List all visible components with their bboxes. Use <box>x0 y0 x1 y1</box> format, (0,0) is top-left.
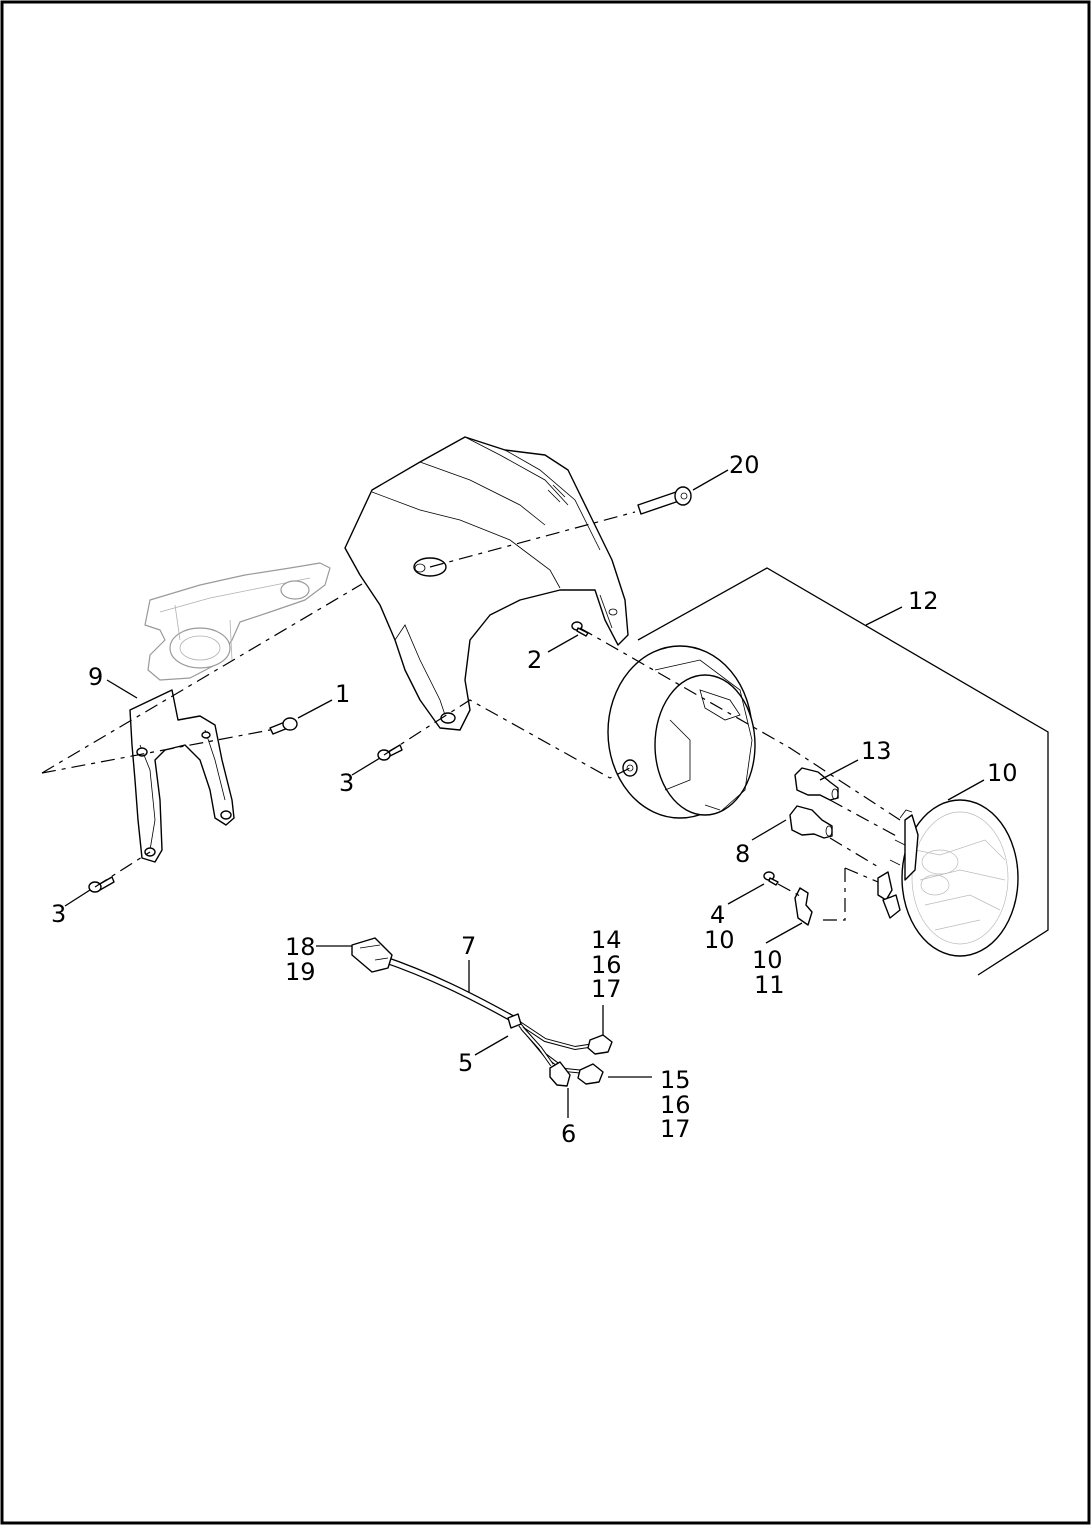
fork-clamp-reference <box>144 562 331 681</box>
callout-18: 18 <box>285 933 316 961</box>
bulb-13-icon <box>794 767 839 801</box>
screw-1-icon <box>269 717 298 735</box>
assembly-lines <box>41 511 901 921</box>
headlight-housing <box>607 645 756 819</box>
callout-6: 6 <box>561 1120 576 1148</box>
callout-17-a: 17 <box>591 975 622 1003</box>
callout-19: 19 <box>285 958 316 986</box>
connector-18-icon <box>351 937 393 973</box>
assembly-bracket-12 <box>637 567 1049 976</box>
screw-2-icon <box>571 621 589 637</box>
mounting-bracket <box>129 689 235 863</box>
connector-6-icon <box>549 1061 571 1087</box>
headlamp-assembly <box>877 799 1019 957</box>
screw-3-lower-icon <box>88 876 115 893</box>
callout-16-a: 16 <box>591 951 622 979</box>
callout-3-lower: 3 <box>51 900 66 928</box>
callout-14: 14 <box>591 926 622 954</box>
callout-16-b: 16 <box>660 1091 691 1119</box>
connector-15-icon <box>577 1063 604 1085</box>
retaining-clip-icon <box>794 887 813 926</box>
callout-9: 9 <box>88 663 103 691</box>
callout-10-lamp: 10 <box>987 759 1018 787</box>
callout-4: 4 <box>710 901 725 929</box>
callout-1: 1 <box>335 680 350 708</box>
callout-15: 15 <box>660 1066 691 1094</box>
callout-17-b: 17 <box>660 1115 691 1143</box>
connector-14-icon <box>587 1034 613 1055</box>
wiring-harness <box>378 954 596 1074</box>
callout-8: 8 <box>735 840 750 868</box>
callout-3-upper: 3 <box>339 769 354 797</box>
screw-3-upper-icon <box>377 744 403 761</box>
callout-7: 7 <box>461 932 476 960</box>
callout-5: 5 <box>458 1049 473 1077</box>
leader-lines <box>64 469 985 1118</box>
bolt-20-icon <box>637 486 692 515</box>
headlight-nacelle <box>344 436 629 731</box>
callout-13: 13 <box>861 737 892 765</box>
callout-2: 2 <box>527 646 542 674</box>
callout-20: 20 <box>729 451 760 479</box>
callouts: 20 12 2 9 1 3 3 13 10 8 4 10 10 11 18 19… <box>51 451 1018 1148</box>
callout-12: 12 <box>908 587 939 615</box>
callout-10-screw: 10 <box>704 926 735 954</box>
callout-11: 11 <box>754 971 785 999</box>
bulb-8-icon <box>789 805 833 839</box>
callout-10-clip: 10 <box>752 946 783 974</box>
screw-4-icon <box>763 871 779 886</box>
